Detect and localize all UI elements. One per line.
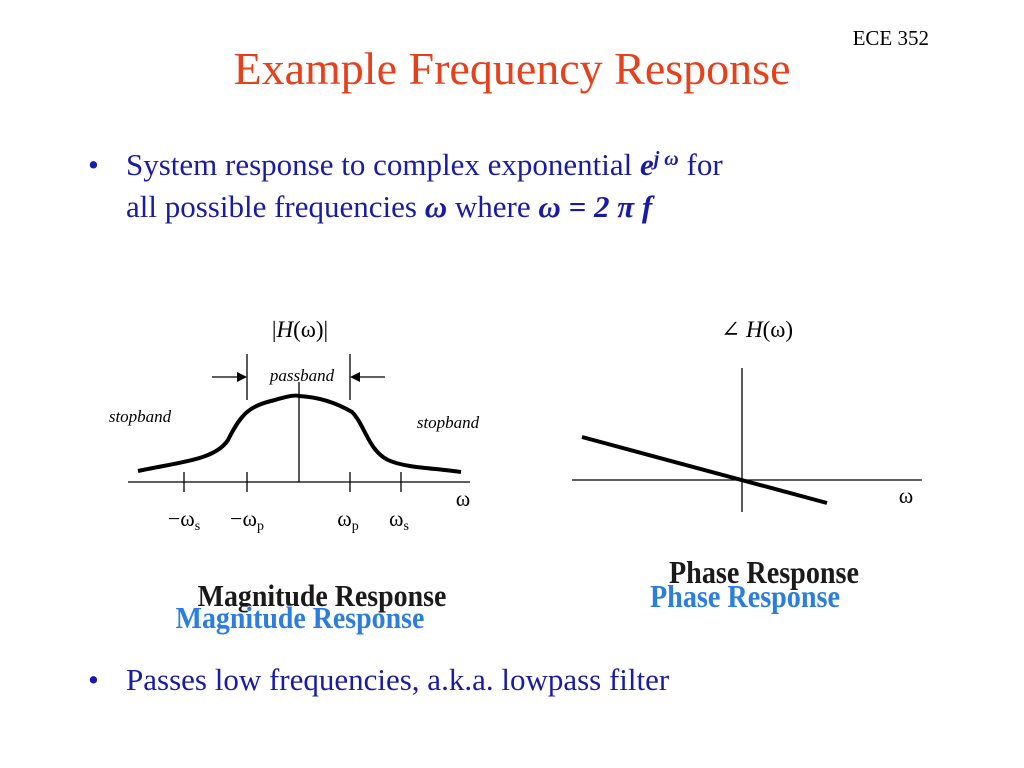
exp-jw: j ω bbox=[653, 148, 679, 170]
phase-title: ∠ H(ω) bbox=[721, 317, 793, 342]
magnitude-title: |H(ω)| bbox=[272, 317, 328, 342]
bullet-1-for: for bbox=[686, 147, 723, 182]
passband-arrowhead-right bbox=[350, 372, 360, 382]
wordart-magnitude-shadow: Magnitude Response bbox=[198, 580, 447, 614]
tick-label-neg-wp: −ωp bbox=[230, 506, 264, 534]
bullet-1-text-2: all possible frequencies bbox=[126, 189, 417, 224]
bullet-1-line-2: all possible frequencies ω where ω = 2 π… bbox=[126, 187, 652, 227]
stopband-right-label: stopband bbox=[417, 413, 480, 432]
passband-arrowhead-left bbox=[237, 372, 247, 382]
wordart-phase-shadow: Phase Response bbox=[669, 554, 859, 590]
tick-label-wp: ωp bbox=[337, 506, 358, 534]
bullet-dot: • bbox=[88, 147, 99, 182]
omega-symbol: ω bbox=[424, 189, 448, 224]
tick-label-neg-ws: −ωs bbox=[168, 506, 200, 534]
wordart-magnitude-text: Magnitude Response bbox=[176, 602, 425, 636]
wordart-phase-text: Phase Response bbox=[650, 578, 840, 614]
bullet-dot: • bbox=[88, 662, 99, 697]
exp-e: e bbox=[639, 147, 654, 182]
passband-label: passband bbox=[269, 366, 335, 385]
slide-title: Example Frequency Response bbox=[233, 43, 791, 94]
bullet-2-text: Passes low frequencies, a.k.a. lowpass f… bbox=[126, 662, 670, 697]
phase-response-wordart: Phase Response Phase Response bbox=[649, 554, 859, 615]
magnitude-response-wordart: Magnitude Response Magnitude Response bbox=[175, 580, 447, 636]
stopband-left-label: stopband bbox=[109, 407, 172, 426]
omega-equation: ω = 2 π f bbox=[538, 189, 653, 224]
tick-label-ws: ωs bbox=[389, 506, 409, 534]
phase-curve bbox=[581, 435, 828, 505]
bullet-1-line-1: System response to complex exponential e… bbox=[126, 145, 723, 185]
bullet-1-where: where bbox=[454, 189, 531, 224]
bullet-1-text: System response to complex exponential bbox=[126, 147, 633, 182]
magnitude-curve bbox=[137, 393, 462, 474]
magnitude-omega-axis-label: ω bbox=[456, 486, 470, 511]
course-label: ECE 352 bbox=[852, 26, 929, 50]
phase-omega-axis-label: ω bbox=[899, 483, 913, 508]
